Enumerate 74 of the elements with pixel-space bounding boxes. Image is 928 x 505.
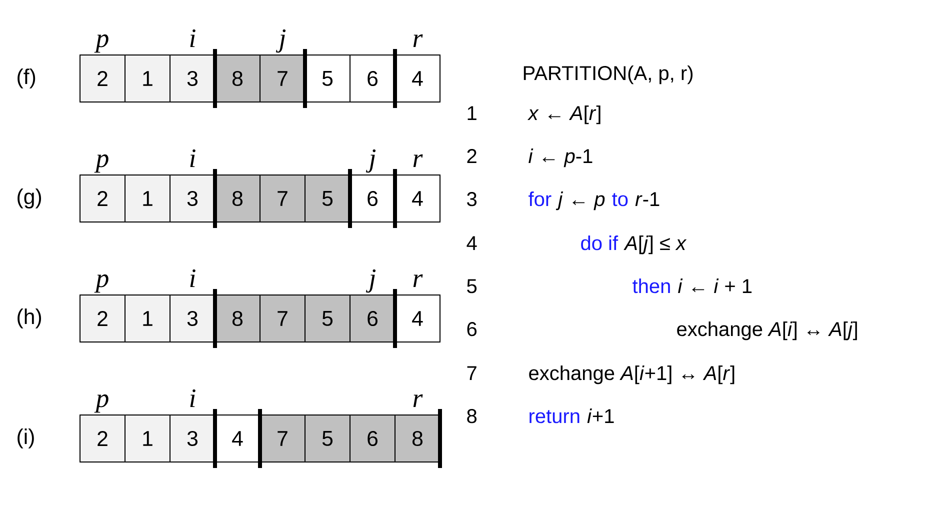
procedure-title: PARTITION(A, p, r): [524, 66, 693, 84]
keyword: then: [632, 278, 670, 294]
index-label: r: [413, 154, 423, 167]
code-text: j ← p: [556, 192, 605, 210]
array-cell: 7: [260, 54, 306, 102]
line-number: 4: [466, 236, 477, 250]
array-cell: 2: [80, 414, 126, 462]
line-number: 8: [467, 409, 477, 424]
index-label: j: [276, 29, 286, 53]
array-cell: 4: [214, 414, 260, 462]
code-text: A[j] ≤ x: [624, 236, 687, 254]
keyword: to: [612, 193, 628, 206]
code-text: i ← i + 1: [678, 278, 752, 293]
array-cell: 1: [124, 414, 170, 462]
array-cell: 8: [214, 294, 260, 342]
array-cell: 8: [214, 174, 260, 222]
array-cell: 6: [350, 294, 396, 342]
array-cell: 3: [170, 54, 216, 102]
line-number: 1: [468, 106, 476, 120]
index-label: j: [366, 269, 376, 293]
index-label: i: [190, 269, 196, 287]
index-label: r: [413, 274, 423, 287]
array-cell: 5: [304, 294, 350, 342]
array-cell: 1: [124, 54, 170, 102]
array-cell: 2: [80, 174, 126, 222]
code-text: i ← p-1: [528, 148, 592, 168]
array-cell: 8: [394, 414, 440, 462]
array-cell: 2: [80, 294, 126, 342]
line-number: 5: [467, 279, 477, 294]
row-label: (f): [18, 68, 36, 88]
line-number: 7: [467, 366, 476, 380]
array-cell: 3: [170, 414, 216, 462]
line-number: 6: [467, 322, 477, 336]
code-text: x ← A[r]: [527, 106, 600, 124]
array-cell: 4: [394, 294, 440, 342]
array-cell: 7: [260, 294, 306, 342]
keyword: return: [530, 410, 580, 424]
array-cell: 4: [394, 174, 440, 222]
keyword: for: [528, 192, 552, 206]
index-label: i: [190, 149, 196, 167]
array-cell: 8: [214, 54, 260, 102]
array-cell: 1: [124, 294, 170, 342]
row-label: (i): [18, 428, 34, 448]
code-text: i+1: [587, 408, 614, 423]
index-label: r: [413, 394, 423, 407]
array-cell: 5: [304, 414, 350, 462]
index-label: p: [94, 394, 108, 413]
code-text: exchange A[i] ↔ A[j]: [677, 322, 857, 340]
array-cell: 7: [260, 414, 306, 462]
array-cell: 4: [394, 54, 440, 102]
row-label: (h): [18, 308, 41, 328]
index-label: p: [94, 154, 108, 173]
row-label: (g): [18, 188, 41, 208]
index-label: p: [94, 34, 108, 53]
index-label: j: [366, 149, 376, 173]
array-cell: 3: [170, 174, 216, 222]
array-cell: 1: [124, 174, 170, 222]
index-label: i: [190, 389, 196, 407]
keyword: do if: [581, 236, 618, 250]
index-label: p: [94, 274, 108, 293]
code-text: r-1: [635, 192, 660, 206]
array-cell: 2: [80, 54, 126, 102]
line-number: 2: [467, 149, 476, 163]
array-cell: 6: [350, 174, 396, 222]
line-number: 3: [467, 192, 477, 206]
index-label: i: [190, 29, 196, 47]
array-cell: 5: [304, 174, 350, 222]
array-cell: 7: [260, 174, 306, 222]
array-cell: 6: [350, 54, 396, 102]
array-cell: 5: [304, 54, 350, 102]
array-cell: 3: [170, 294, 216, 342]
index-label: r: [413, 34, 423, 47]
code-text: exchange A[i+1] ↔ A[r]: [529, 366, 734, 384]
array-cell: 6: [350, 414, 396, 462]
